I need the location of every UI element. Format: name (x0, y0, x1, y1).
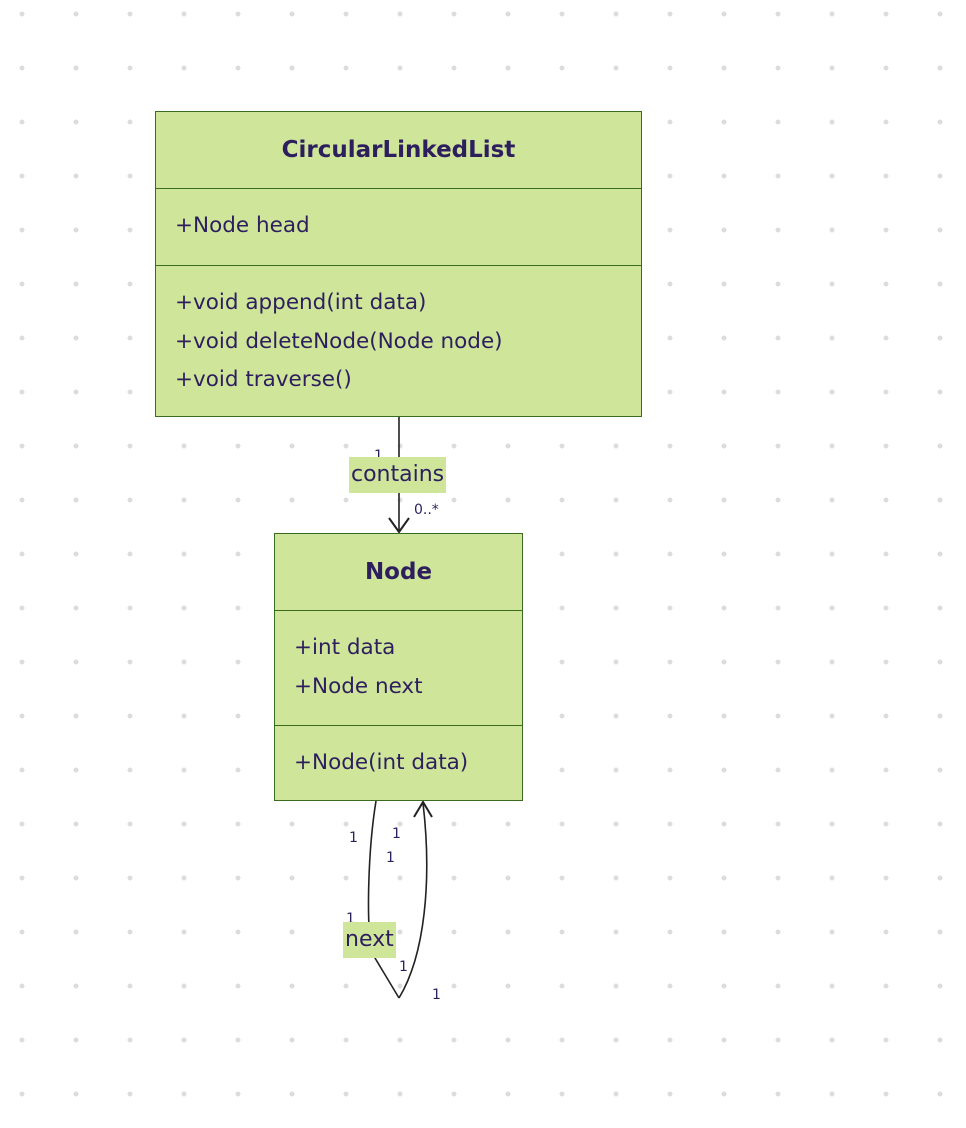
relation-label-contains: contains (349, 457, 447, 493)
attribute: +int data (294, 635, 396, 660)
multiplicity-label: 1 (386, 850, 395, 866)
class-name: Node (275, 534, 522, 611)
multiplicity-label: 1 (392, 826, 401, 842)
multiplicity-label: 1 (399, 959, 408, 975)
method: +void traverse() (175, 367, 352, 392)
multiplicity-label: 0..* (414, 502, 439, 518)
relation-label-next: next (343, 922, 396, 958)
attributes-section: +int data +Node next (275, 611, 522, 726)
method: +void deleteNode(Node node) (175, 328, 503, 354)
contains-arrowhead (388, 517, 410, 534)
class-circular-linked-list[interactable]: CircularLinkedList +Node head +void appe… (155, 111, 642, 417)
class-name: CircularLinkedList (156, 112, 641, 189)
attribute: +Node head (175, 213, 310, 238)
multiplicity-label: 1 (346, 911, 355, 927)
next-arrowhead (413, 800, 433, 818)
multiplicity-label: 1 (349, 830, 358, 846)
next-edge-back (398, 802, 428, 999)
method: +void append(int data) (175, 290, 427, 315)
multiplicity-label: 1 (374, 448, 383, 464)
attributes-section: +Node head (156, 189, 641, 266)
methods-section: +void append(int data) +void deleteNode(… (156, 266, 641, 400)
class-node[interactable]: Node +int data +Node next +Node(int data… (274, 533, 523, 801)
methods-section: +Node(int data) (275, 726, 522, 783)
attribute: +Node next (294, 673, 423, 699)
multiplicity-label: 1 (432, 987, 441, 1003)
method: +Node(int data) (294, 750, 469, 775)
